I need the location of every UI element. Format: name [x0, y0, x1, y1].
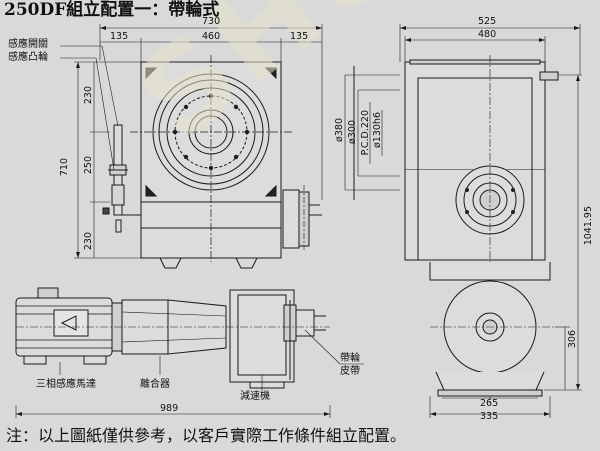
reducer-housing — [229, 289, 295, 383]
page-title: 250DF組立配置一：帶輪式 — [4, 0, 220, 20]
dim-710: 710 — [59, 158, 70, 177]
label-motor: 三相感應馬達 — [36, 379, 96, 390]
corner-holes — [145, 67, 277, 197]
dim-phi130: ø130h6 — [372, 112, 383, 149]
dim-phi380: ø380 — [334, 118, 345, 142]
dim-730: 730 — [202, 16, 221, 27]
dim-265: 265 — [480, 398, 499, 409]
footer-note: 注：以上圖紙僅供參考，以客戶實際工作條件組立配置。 — [6, 426, 407, 445]
dimension-arrows — [16, 26, 580, 416]
side-body-top — [404, 61, 546, 171]
dim-135-left: 135 — [110, 31, 129, 42]
label-pulley: 帶輪 — [340, 353, 360, 364]
dim-135-right: 135 — [290, 31, 309, 42]
dim-989: 989 — [160, 403, 179, 414]
dim-230-bottom: 230 — [83, 232, 94, 251]
label-belt: 皮帶 — [340, 366, 360, 377]
dim-pcd220: P.C.D.220 — [360, 110, 371, 156]
dim-460: 460 — [202, 31, 221, 42]
dim-250: 250 — [83, 156, 94, 175]
dim-480: 480 — [478, 29, 497, 40]
dim-306: 306 — [567, 330, 578, 349]
dim-335: 335 — [480, 411, 499, 422]
label-sensor-cam: 感應凸輪 — [8, 52, 48, 63]
dim-1041: 1041.95 — [583, 206, 594, 246]
dim-525: 525 — [478, 16, 497, 27]
label-clutch: 離合器 — [140, 379, 170, 390]
label-reducer: 減速機 — [240, 391, 270, 402]
dim-230-top: 230 — [83, 86, 94, 105]
label-sensor-switch: 感應開關 — [8, 39, 48, 50]
dim-phi300: ø300 — [347, 120, 358, 144]
